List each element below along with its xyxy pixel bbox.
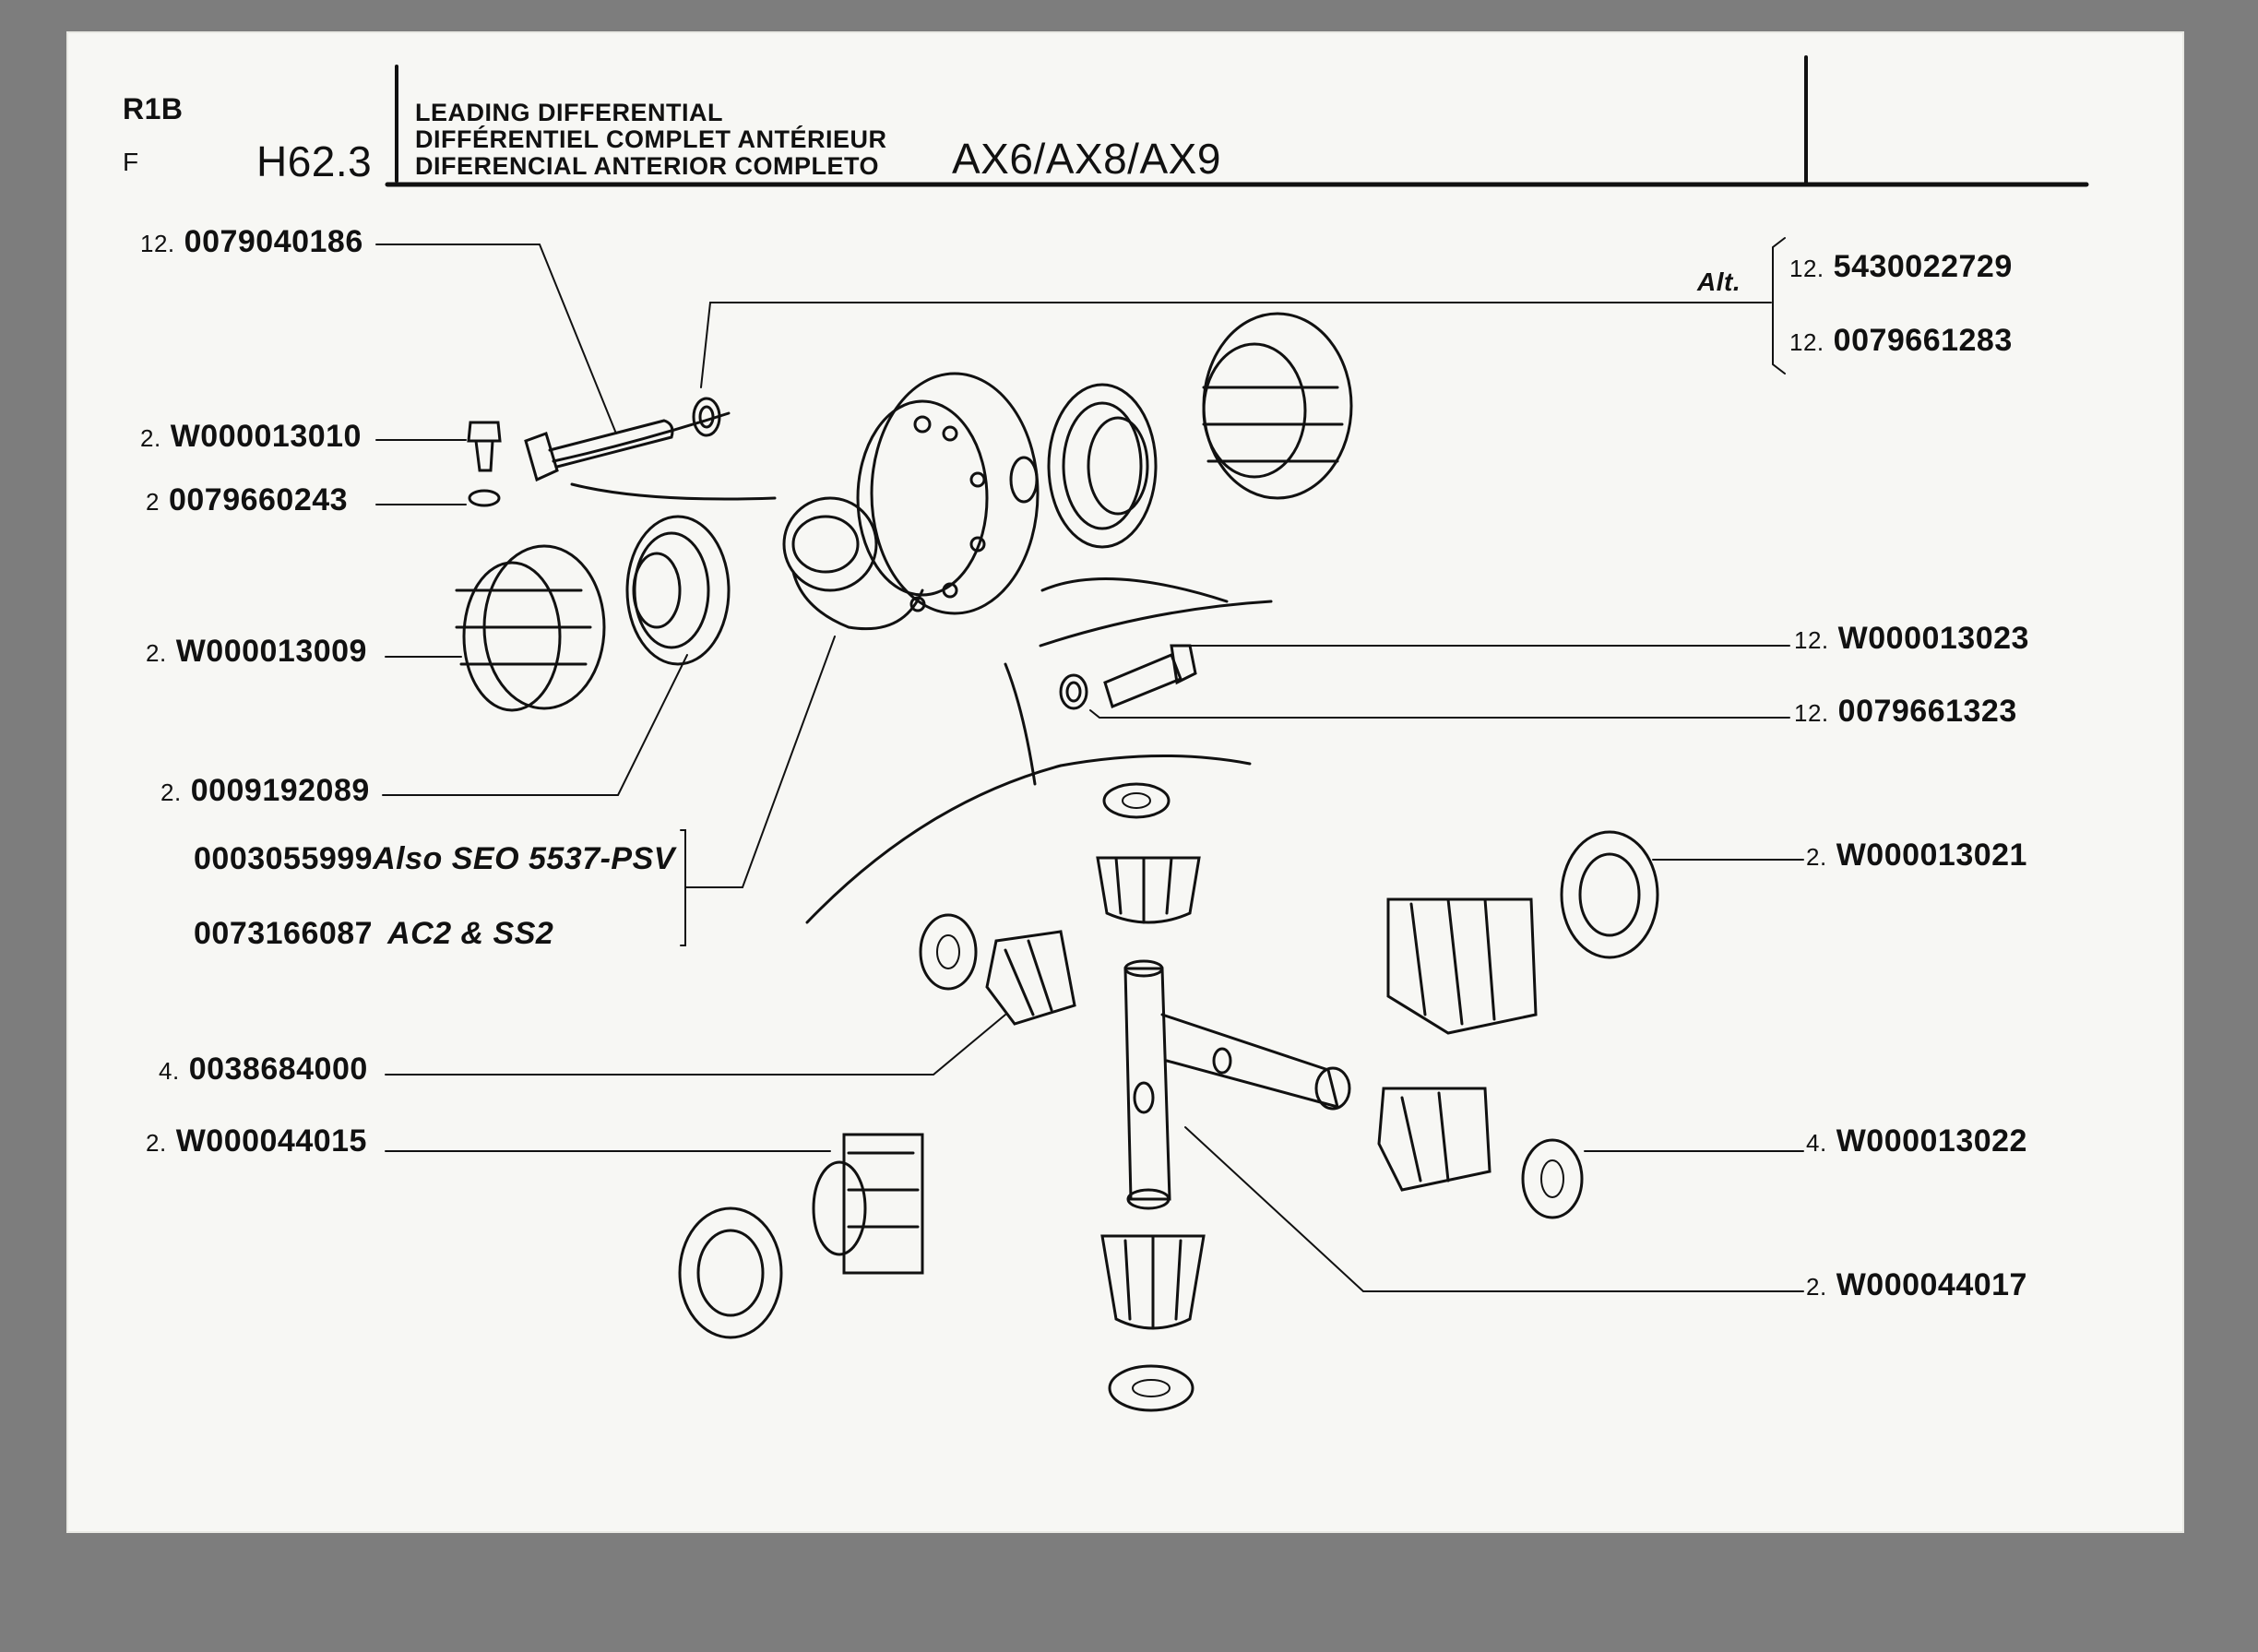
differential-case — [782, 372, 1040, 631]
bearing-upper-right — [1047, 383, 1158, 549]
side-gear-left — [812, 1133, 924, 1275]
title-french: DIFFÉRENTIEL COMPLET ANTÉRIEUR — [415, 125, 887, 153]
catalog-code: R1B — [123, 92, 184, 125]
title-spanish: DIFERENCIAL ANTERIOR COMPLETO — [415, 152, 880, 180]
ring-nut-right — [1202, 312, 1353, 500]
washer-left — [919, 913, 978, 991]
leader-lines-right — [700, 237, 1804, 1292]
thrust-plate-right — [1560, 830, 1659, 959]
planet-gear-top — [1096, 856, 1201, 924]
callout-W000013023: 12.W000013023 — [1794, 621, 2029, 656]
leader-lines-left — [375, 244, 1006, 1152]
language-code: F — [123, 148, 139, 176]
page-number: H62.3 — [256, 137, 373, 185]
model-list: AX6/AX8/AX9 — [952, 135, 1221, 183]
planet-gear-left — [985, 930, 1076, 1026]
callout-W000013021: 2.W000013021 — [1806, 838, 2027, 873]
housing-outline — [552, 411, 1273, 924]
callout-W000013010: 2.W000013010 — [140, 419, 362, 454]
bolt-0079040186 — [524, 397, 721, 482]
cross-shaft — [1123, 959, 1351, 1210]
title-english: LEADING DIFFERENTIAL — [415, 99, 723, 126]
planet-gear-right — [1377, 1087, 1491, 1192]
callout-W000013009: 2.W000013009 — [146, 634, 367, 669]
callout-0079661323: 12.0079661323 — [1794, 694, 2017, 729]
callout-0009192089: 2.0009192089 — [160, 773, 370, 808]
thrust-plate-left — [678, 1206, 783, 1339]
alt-label: Alt. — [1697, 267, 1741, 296]
washer-right — [1521, 1138, 1584, 1219]
callout-0003055999: 0003055999Also SEO 5537-PSV — [194, 841, 675, 876]
callout-0038684000: 4.0038684000 — [159, 1052, 368, 1087]
callout-5430022729: 12.5430022729 — [1789, 249, 2013, 284]
washer-bottom — [1108, 1364, 1194, 1412]
washer-top — [1102, 782, 1171, 819]
callout-W000044015: 2.W000044015 — [146, 1123, 367, 1159]
ring-nut-left — [455, 544, 606, 712]
bolt-W000013023 — [1059, 644, 1197, 710]
callout-0079661283: 12.0079661283 — [1789, 323, 2013, 358]
screw-W000013010 — [467, 421, 502, 507]
planet-gear-bottom — [1100, 1234, 1206, 1330]
callout-0079040186: 12.0079040186 — [140, 224, 363, 259]
parts-catalog-sheet — [66, 31, 2184, 1533]
callout-W000044017: 2.W000044017 — [1806, 1267, 2027, 1302]
side-gear-right — [1386, 897, 1538, 1035]
callout-W000013022: 4.W000013022 — [1806, 1123, 2027, 1159]
bearing-left — [625, 515, 731, 666]
